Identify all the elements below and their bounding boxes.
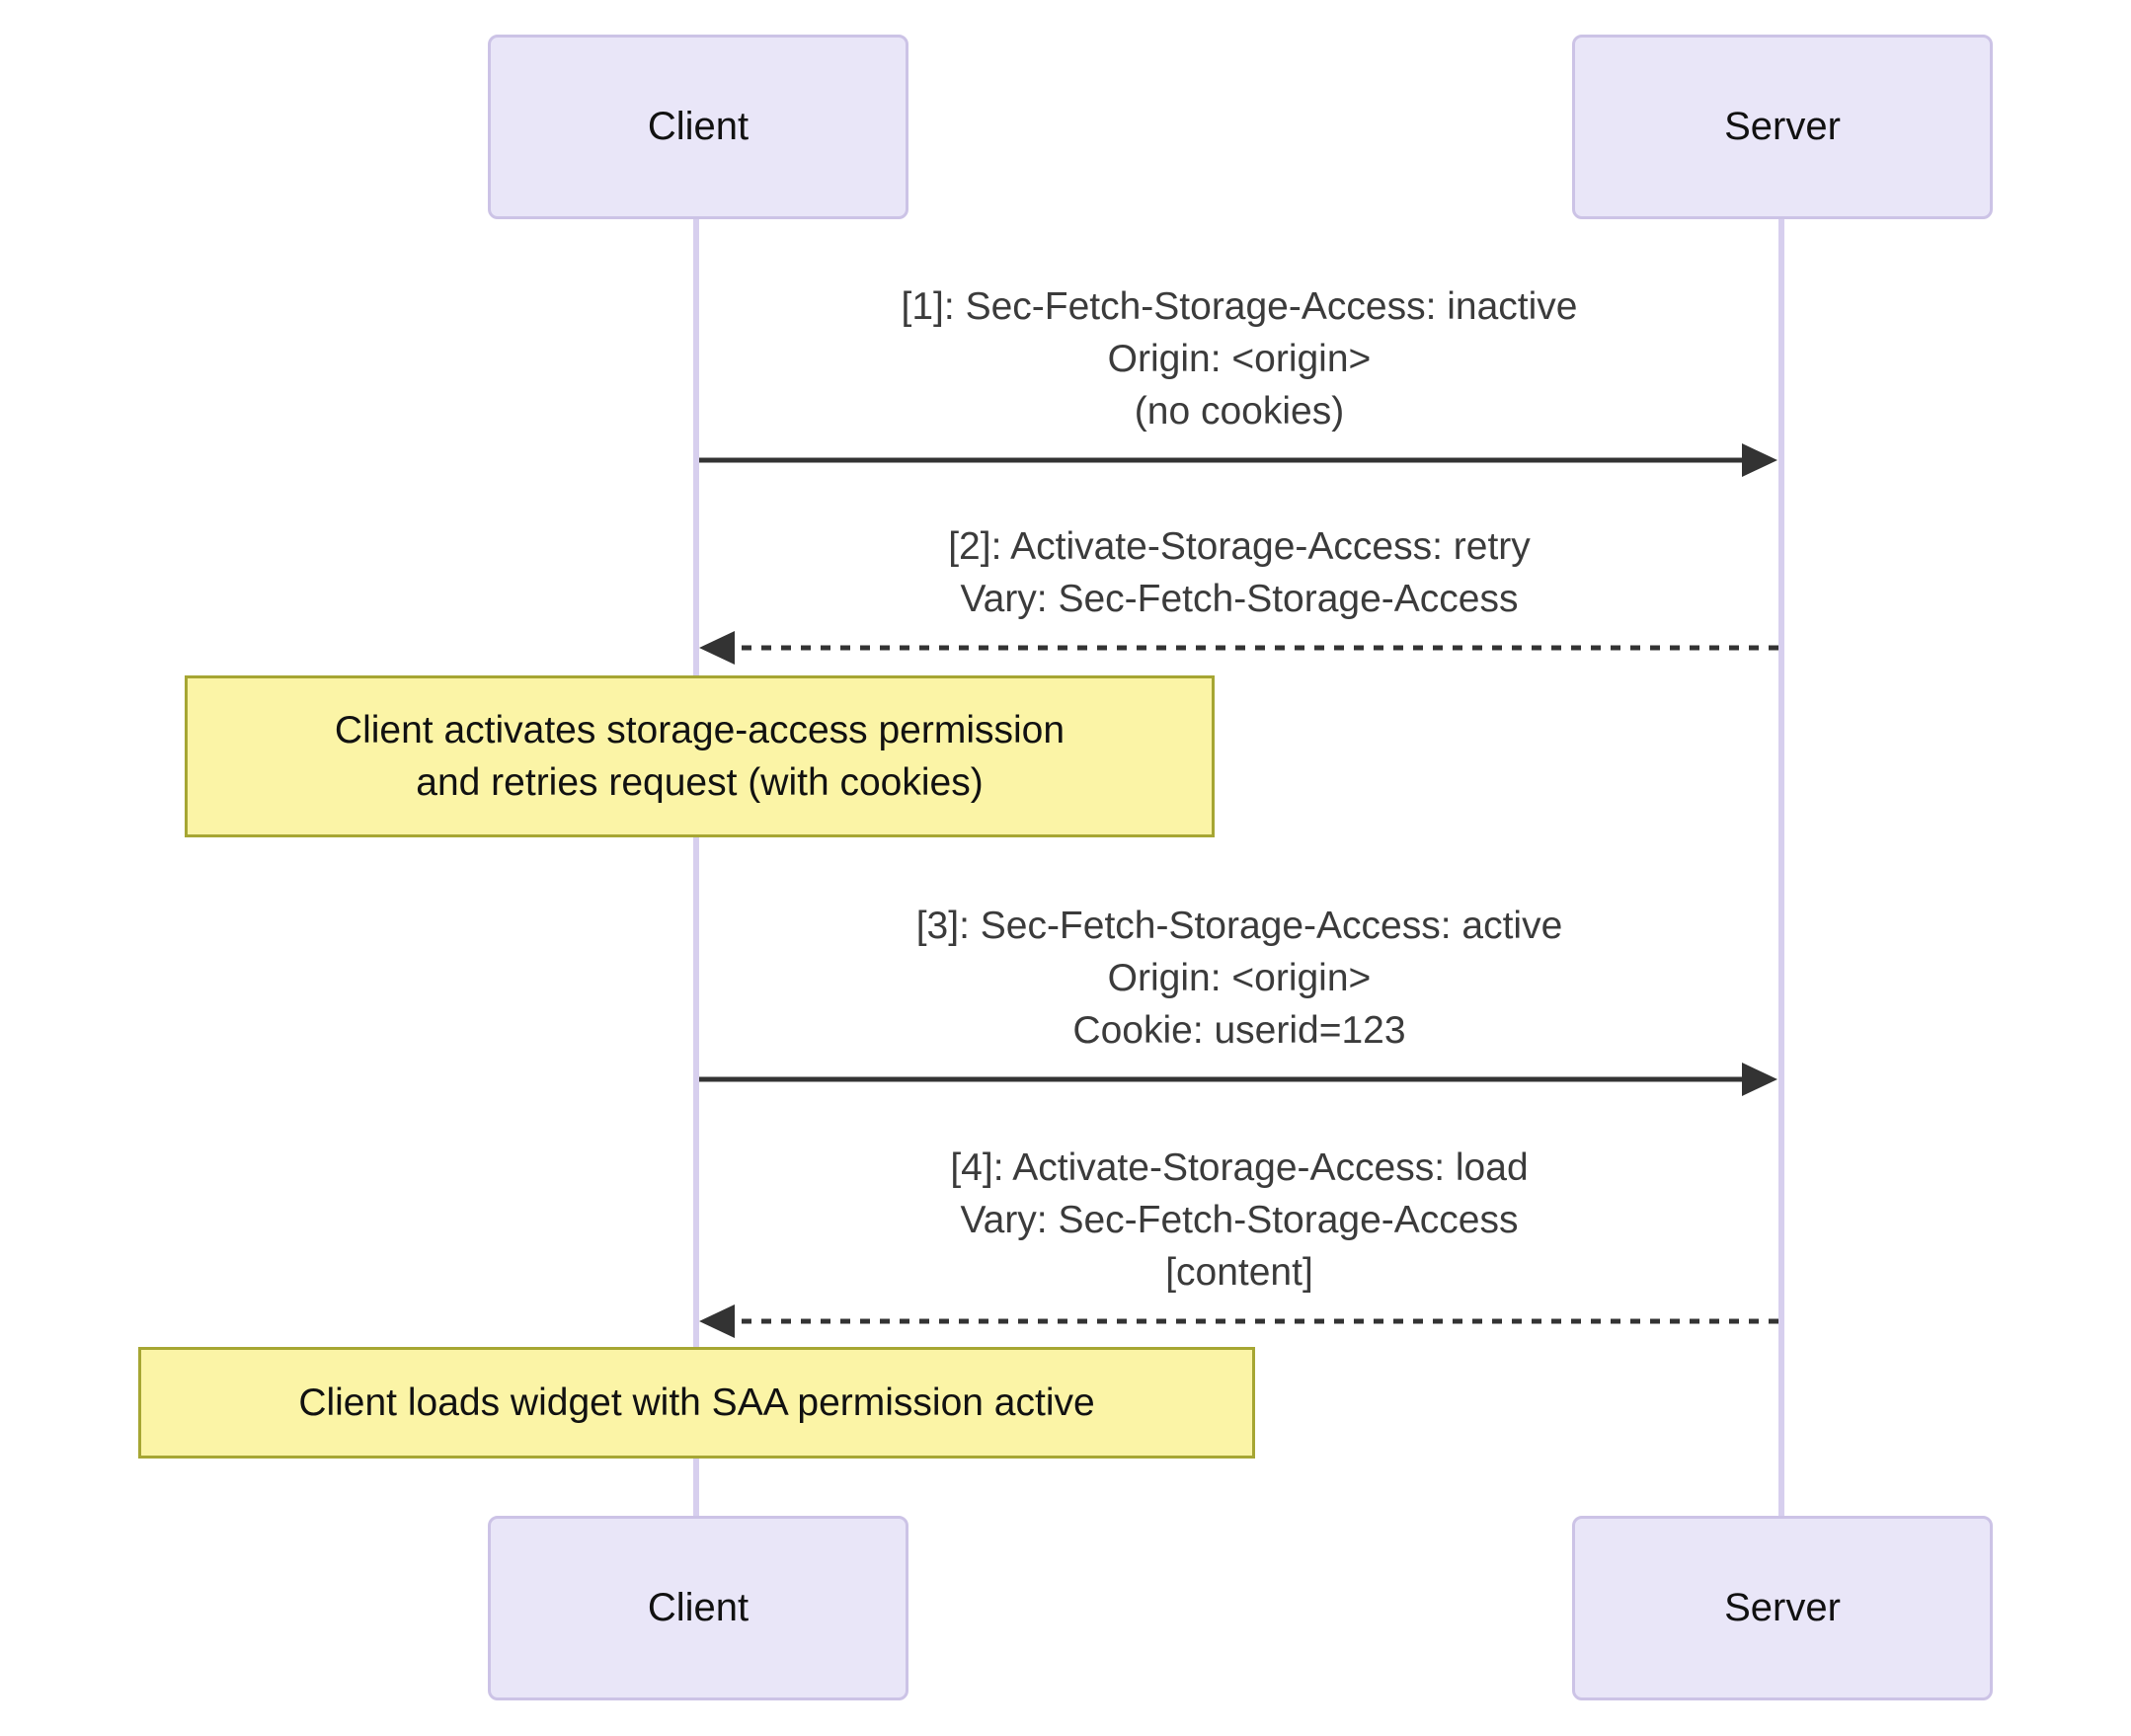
message-2-arrow	[699, 631, 1778, 665]
lifeline-client	[693, 219, 699, 1516]
actor-server-bottom: Server	[1572, 1516, 1993, 1700]
message-4-line-2: Vary: Sec-Fetch-Storage-Access	[960, 1199, 1519, 1241]
arrowhead-left-icon	[699, 1304, 735, 1338]
message-3-line-3: Cookie: userid=123	[1072, 1009, 1406, 1052]
message-3-line-1: [3]: Sec-Fetch-Storage-Access: active	[915, 905, 1563, 947]
note-load-widget: Client loads widget with SAA permission …	[138, 1347, 1255, 1459]
note-1-line-2: and retries request (with cookies)	[416, 761, 984, 804]
note-activate-permission: Client activates storage-access permissi…	[185, 675, 1215, 837]
message-2-label: [2]: Activate-Storage-Access: retry Vary…	[698, 520, 1780, 625]
actor-client-bottom: Client	[488, 1516, 908, 1700]
note-2-line-1: Client loads widget with SAA permission …	[298, 1381, 1095, 1424]
message-1-line-2: Origin: <origin>	[1107, 338, 1372, 380]
note-1-line-1: Client activates storage-access permissi…	[334, 709, 1066, 751]
message-3-arrow	[699, 1063, 1777, 1096]
message-1-line-3: (no cookies)	[1134, 390, 1345, 433]
arrowhead-left-icon	[699, 631, 735, 665]
arrowhead-right-icon	[1742, 1063, 1777, 1096]
actor-server-top-label: Server	[1724, 105, 1841, 148]
message-1-arrow	[699, 443, 1777, 477]
message-2-line-1: [2]: Activate-Storage-Access: retry	[948, 525, 1531, 568]
actor-server-bottom-label: Server	[1724, 1586, 1841, 1629]
actor-client-top: Client	[488, 35, 908, 219]
message-1-line-1: [1]: Sec-Fetch-Storage-Access: inactive	[901, 285, 1578, 328]
actor-client-bottom-label: Client	[647, 1586, 750, 1629]
message-4-line-1: [4]: Activate-Storage-Access: load	[950, 1146, 1529, 1189]
arrowhead-right-icon	[1742, 443, 1777, 477]
message-2-line-2: Vary: Sec-Fetch-Storage-Access	[960, 578, 1519, 620]
message-1-label: [1]: Sec-Fetch-Storage-Access: inactive …	[698, 280, 1780, 437]
actor-server-top: Server	[1572, 35, 1993, 219]
actor-client-top-label: Client	[647, 105, 750, 148]
message-4-line-3: [content]	[1165, 1251, 1313, 1294]
message-3-label: [3]: Sec-Fetch-Storage-Access: active Or…	[698, 900, 1780, 1057]
lifeline-server	[1778, 219, 1784, 1516]
message-3-line-2: Origin: <origin>	[1107, 957, 1372, 999]
message-4-arrow	[699, 1304, 1778, 1338]
message-4-label: [4]: Activate-Storage-Access: load Vary:…	[698, 1142, 1780, 1299]
